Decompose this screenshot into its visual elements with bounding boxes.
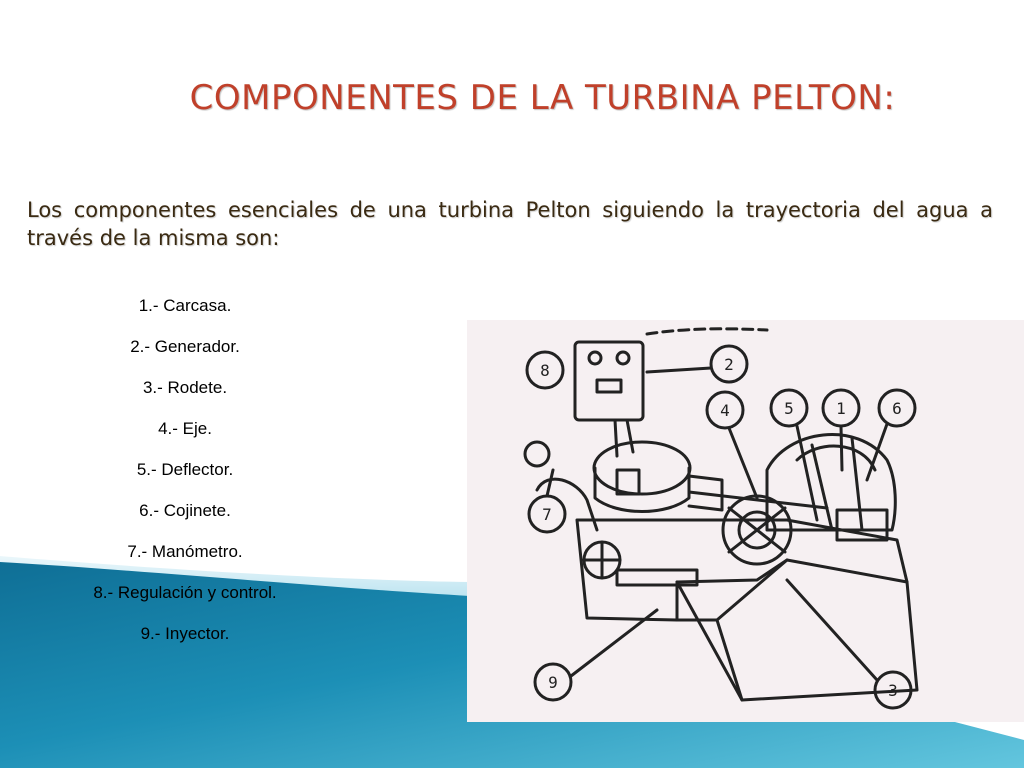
casing-shape bbox=[765, 433, 897, 532]
list-item: 2.- Generador. bbox=[130, 337, 240, 356]
injector-pipe-shape bbox=[615, 568, 699, 587]
list-item: 1.- Carcasa. bbox=[138, 296, 232, 315]
callout-label: 6 bbox=[892, 399, 902, 418]
list-item: 7.- Manómetro. bbox=[127, 542, 243, 561]
callout-label: 4 bbox=[720, 401, 730, 420]
callout-1 bbox=[821, 388, 861, 472]
pressure-gauge-shape bbox=[523, 440, 551, 468]
list-item: 6.- Cojinete. bbox=[139, 501, 231, 520]
intro-paragraph: Los componentes esenciales de una turbin… bbox=[27, 198, 993, 250]
control-panel-shape bbox=[573, 340, 645, 422]
callout-label: 3 bbox=[888, 681, 898, 700]
list-item: 4.- Eje. bbox=[158, 419, 212, 438]
callout-label: 1 bbox=[836, 399, 846, 418]
pelton-turbine-diagram: 8 2 4 5 1 6 7 9 3 bbox=[467, 320, 1024, 722]
bearing-shape bbox=[835, 508, 889, 542]
callout-3 bbox=[785, 578, 913, 710]
callout-label: 5 bbox=[784, 399, 794, 418]
list-item: 3.- Rodete. bbox=[142, 378, 228, 397]
callout-2 bbox=[645, 344, 749, 384]
callout-label: 7 bbox=[542, 505, 552, 524]
list-item: 5.- Deflector. bbox=[136, 460, 234, 479]
callout-7 bbox=[527, 468, 567, 534]
callout-4 bbox=[705, 390, 759, 500]
list-item: 8.- Regulación y control. bbox=[93, 583, 277, 602]
callout-8 bbox=[525, 350, 565, 390]
list-item: 9.- Inyector. bbox=[140, 624, 230, 643]
callout-label: 8 bbox=[540, 361, 550, 380]
callout-6 bbox=[865, 388, 917, 482]
callout-label: 2 bbox=[724, 355, 734, 374]
generator-shape bbox=[592, 440, 692, 496]
shaft-shape bbox=[687, 490, 829, 510]
callout-5 bbox=[769, 388, 819, 522]
turbine-drawing: 8 2 4 5 1 6 7 9 3 bbox=[523, 327, 919, 710]
slide-title: COMPONENTES DE LA TURBINA PELTON: bbox=[189, 78, 896, 118]
callout-9 bbox=[533, 608, 659, 702]
components-list: 1.- Carcasa. 2.- Generador. 3.- Rodete. … bbox=[40, 292, 330, 661]
callout-label: 9 bbox=[548, 673, 558, 692]
